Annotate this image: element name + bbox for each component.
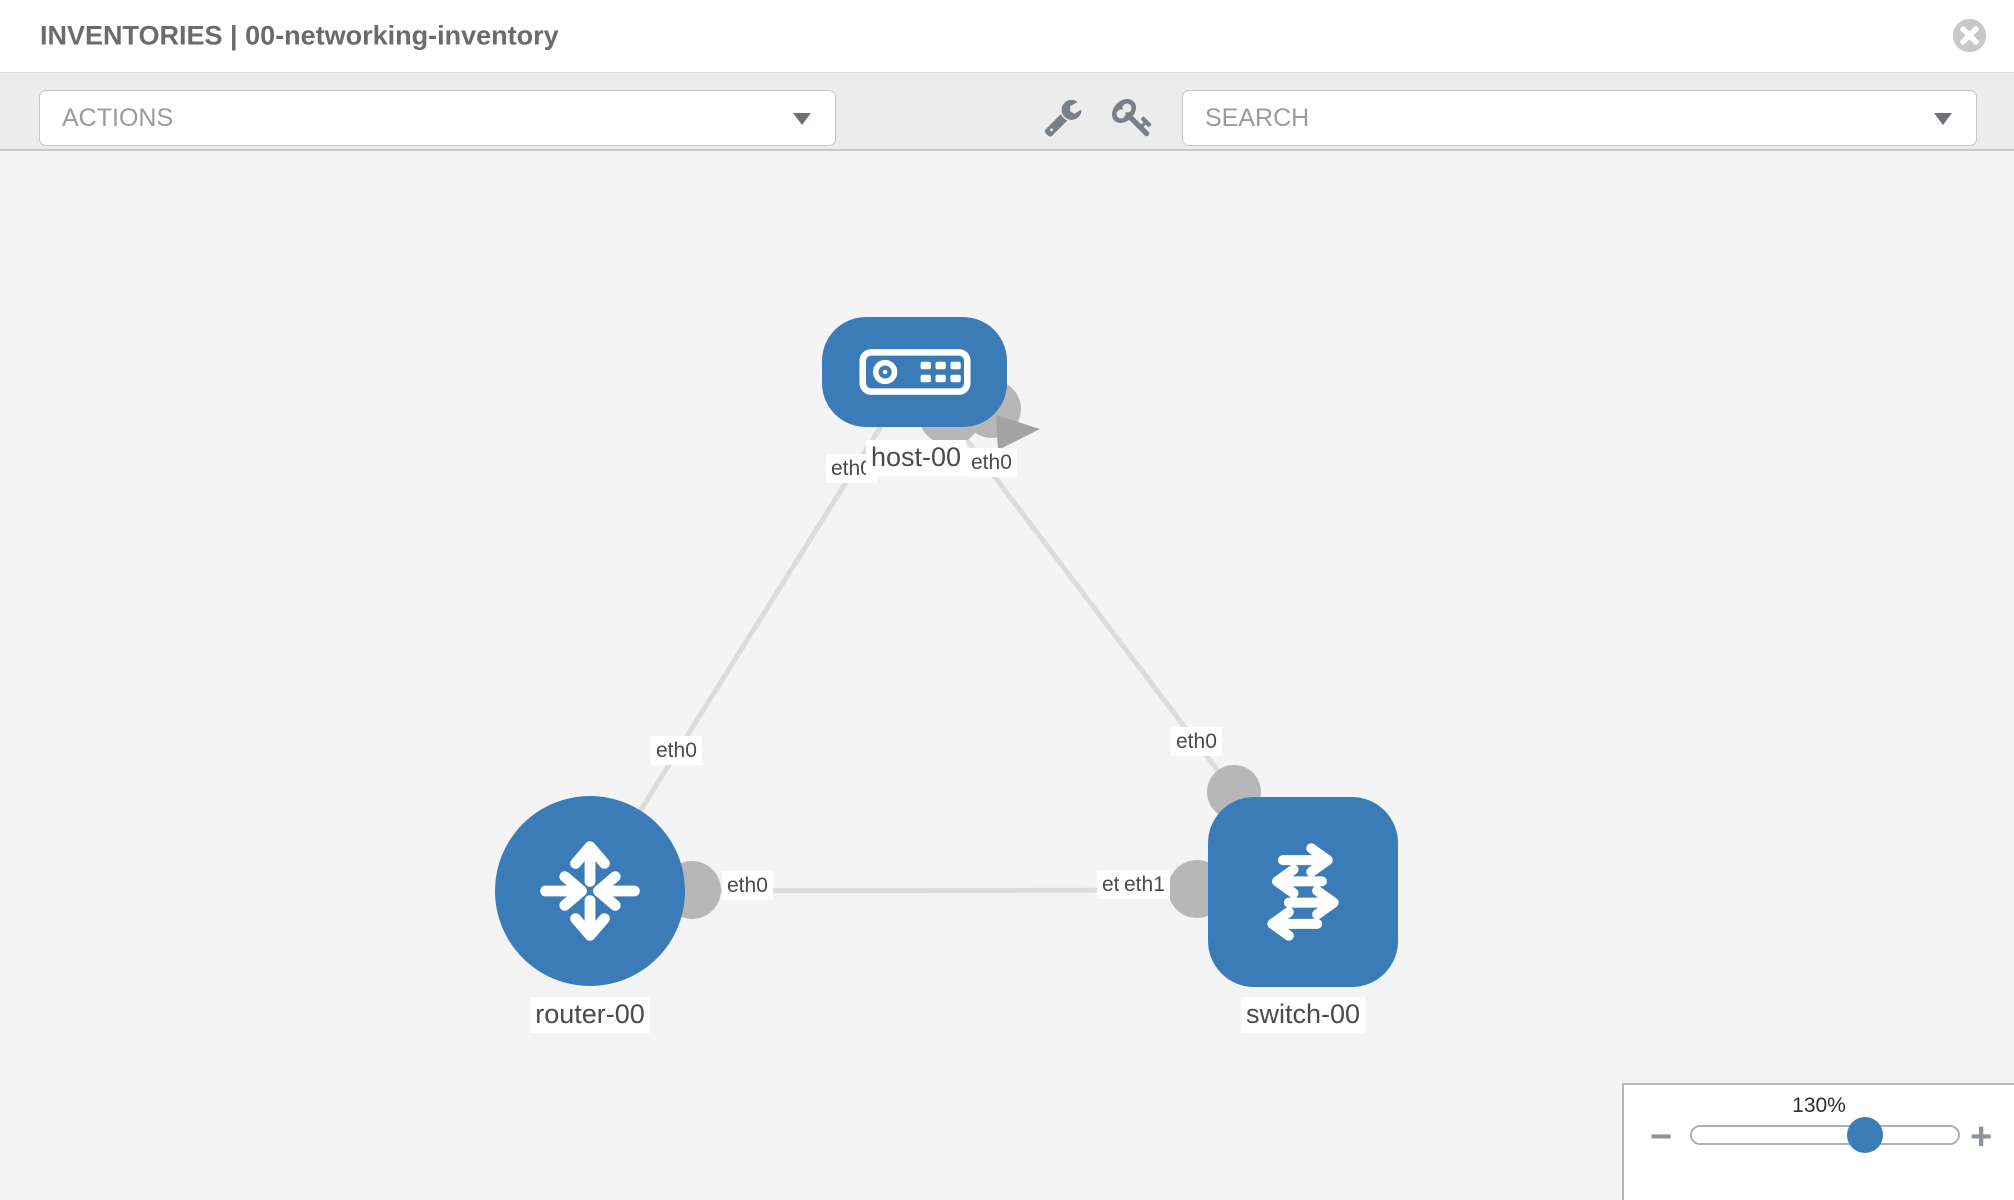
actions-dropdown-label: ACTIONS <box>62 103 174 132</box>
host-icon <box>858 349 971 395</box>
zoom-slider-thumb[interactable] <box>1847 1117 1883 1153</box>
actions-dropdown[interactable]: ACTIONS <box>39 90 836 146</box>
close-button[interactable] <box>1951 17 1988 54</box>
wrench-icon <box>1044 99 1082 137</box>
zoom-slider-track[interactable] <box>1690 1125 1960 1145</box>
zoom-control-panel: 130% − + <box>1622 1083 2014 1200</box>
interface-label-link-host-router: eth0 <box>651 736 702 766</box>
switch-icon <box>1267 843 1339 941</box>
node-label-host-00: host-00 <box>865 440 967 476</box>
zoom-level-value: 130% <box>1792 1094 1846 1117</box>
interface-label-host-right: eth0 <box>966 448 1017 478</box>
node-switch-00[interactable] <box>1208 797 1398 987</box>
close-icon <box>1952 18 1987 53</box>
topology-canvas[interactable]: eth0 eth0 host-00 eth0 eth0 eth0 eth0 et… <box>0 151 2014 1200</box>
toolbar: ACTIONS SEARCH <box>0 73 2014 151</box>
link-host-switch <box>913 370 1236 794</box>
key-icon <box>1112 98 1152 136</box>
node-label-switch-00: switch-00 <box>1240 997 1366 1033</box>
interface-label-link-host-switch: eth0 <box>1171 727 1222 757</box>
configure-button[interactable] <box>1040 95 1086 141</box>
page-title: INVENTORIES | 00-networking-inventory <box>40 20 559 51</box>
node-label-router-00: router-00 <box>530 997 650 1033</box>
node-host-00[interactable] <box>822 317 1007 427</box>
chevron-down-icon <box>1934 113 1952 125</box>
interface-arrow-host <box>996 415 1040 450</box>
key-button[interactable] <box>1110 95 1156 141</box>
links-layer <box>587 370 1304 919</box>
interface-label-switch-left-eth1: eth1 <box>1119 870 1170 900</box>
search-dropdown[interactable]: SEARCH <box>1182 90 1977 146</box>
chevron-down-icon <box>793 113 811 125</box>
zoom-out-button[interactable]: − <box>1650 1116 1673 1158</box>
zoom-in-button[interactable]: + <box>1970 1116 1993 1158</box>
router-icon <box>540 841 640 941</box>
search-placeholder: SEARCH <box>1205 103 1310 132</box>
header: INVENTORIES | 00-networking-inventory <box>0 0 2014 73</box>
node-router-00[interactable] <box>495 796 685 986</box>
interface-label-router-right: eth0 <box>722 871 773 901</box>
